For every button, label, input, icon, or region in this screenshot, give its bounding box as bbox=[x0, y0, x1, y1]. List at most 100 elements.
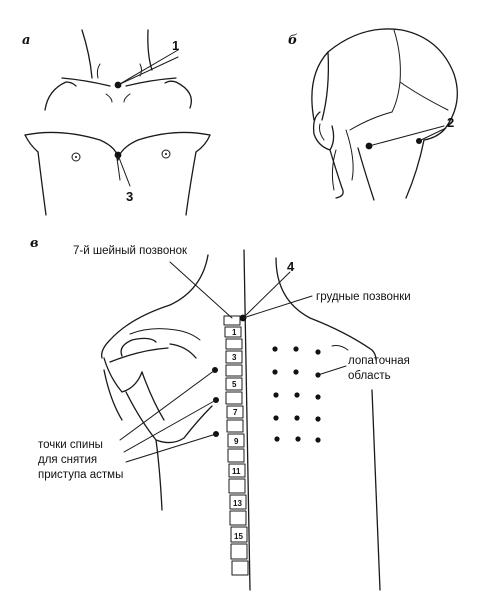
vertebra-number: 9 bbox=[234, 437, 239, 446]
leader-4b bbox=[242, 295, 313, 319]
scapular-dot bbox=[315, 416, 321, 422]
vertebra-number: 11 bbox=[232, 467, 241, 476]
skull-left-side bbox=[321, 51, 330, 121]
neck-muscle-left bbox=[96, 63, 101, 79]
hair-line-crown bbox=[391, 29, 401, 113]
panel-b-letter: б bbox=[288, 33, 298, 48]
vertebra bbox=[230, 526, 248, 543]
scapular-dot bbox=[272, 346, 278, 352]
vertebra bbox=[225, 391, 243, 405]
torso-left-side bbox=[37, 151, 47, 216]
right-scapula-hint bbox=[331, 345, 349, 351]
leader-cervical bbox=[169, 261, 233, 319]
leader-back-1 bbox=[119, 369, 216, 441]
vertebra bbox=[231, 560, 249, 576]
panel-v-letter: в bbox=[30, 236, 39, 251]
label-back-2: для снятия bbox=[38, 454, 97, 466]
scapular-dot bbox=[315, 394, 321, 400]
leader-back-2 bbox=[123, 399, 217, 453]
scapular-dot bbox=[293, 369, 299, 375]
vertebra-number: 7 bbox=[233, 408, 238, 417]
nipple-left bbox=[71, 152, 81, 162]
armpit-left bbox=[24, 134, 39, 153]
neck-right-b bbox=[405, 139, 425, 199]
ear-inner bbox=[319, 123, 325, 141]
scapular-dot bbox=[315, 349, 321, 355]
vertebra bbox=[228, 463, 246, 478]
vertebra bbox=[227, 448, 245, 463]
neck-left-line bbox=[81, 29, 93, 79]
leader-4a bbox=[242, 271, 291, 319]
jugular-notch-right bbox=[123, 93, 131, 103]
label-back-1: точки спины bbox=[38, 439, 103, 451]
left-arm-top bbox=[103, 357, 143, 393]
neck-right-line bbox=[147, 29, 153, 71]
left-scapula-lower bbox=[125, 391, 213, 444]
vertebra bbox=[223, 315, 241, 326]
acromion-left bbox=[120, 337, 157, 357]
torso-right-side bbox=[185, 151, 197, 216]
leader-3 bbox=[117, 154, 131, 187]
vertebra bbox=[230, 543, 248, 560]
leader-2b bbox=[418, 127, 447, 142]
shoulder-joint-left bbox=[169, 343, 197, 359]
marker-2: 2 bbox=[447, 115, 454, 130]
left-torso-side bbox=[155, 439, 163, 511]
scapular-dot bbox=[273, 415, 279, 421]
left-shoulder-line bbox=[101, 254, 209, 359]
scapular-points bbox=[272, 346, 321, 443]
vertebra-number: 15 bbox=[234, 532, 243, 541]
left-arm-inner bbox=[141, 371, 165, 421]
neck-muscle-b bbox=[345, 129, 354, 181]
clavicle-right bbox=[125, 77, 177, 87]
hair-line-bottom bbox=[349, 111, 393, 131]
vertebra bbox=[229, 494, 247, 510]
shoulder-right bbox=[164, 80, 193, 109]
scapular-dot bbox=[273, 392, 279, 398]
leader-back-3 bbox=[125, 433, 217, 463]
scapular-dot bbox=[315, 437, 321, 443]
vertebra bbox=[225, 350, 243, 364]
spine-line bbox=[243, 249, 251, 591]
label-back-3: приступа астмы bbox=[38, 469, 123, 481]
vertebra bbox=[225, 377, 243, 391]
leader-scapular bbox=[317, 365, 347, 376]
shoulder-left bbox=[44, 81, 77, 111]
scapular-dot bbox=[294, 392, 300, 398]
skull-outline bbox=[311, 28, 458, 141]
scapular-dot bbox=[295, 436, 301, 442]
scapular-dot bbox=[272, 369, 278, 375]
panel-v-figure: в 7-й шейный позвонок 4 грудные позвонки… bbox=[30, 236, 411, 591]
ear-outline bbox=[312, 111, 335, 151]
vertebra bbox=[225, 338, 243, 350]
nipple-right-center bbox=[165, 153, 167, 155]
marker-4: 4 bbox=[287, 259, 295, 274]
vertebra bbox=[225, 364, 243, 377]
left-arm-outer bbox=[103, 369, 123, 421]
armpit-right bbox=[195, 134, 211, 153]
leader-2a bbox=[368, 125, 445, 147]
jugular-notch-left bbox=[105, 93, 113, 103]
leader-1a bbox=[117, 49, 179, 86]
nipple-left-center bbox=[75, 156, 77, 158]
vertebra-number: 5 bbox=[232, 380, 237, 389]
neck-left-b bbox=[357, 147, 375, 201]
pectoral-right bbox=[117, 131, 211, 161]
marker-1: 1 bbox=[172, 38, 179, 53]
panel-a-figure: а 1 3 bbox=[22, 29, 211, 216]
vertebra-number: 1 bbox=[232, 328, 237, 337]
nipple-right bbox=[161, 149, 171, 159]
vertebra-number: 3 bbox=[232, 353, 237, 362]
leader-1b bbox=[117, 56, 179, 86]
panel-b-figure: б 2 bbox=[288, 28, 458, 201]
left-shoulder-blade-top bbox=[109, 347, 169, 363]
clavicle-back-left bbox=[129, 328, 201, 341]
vertebra bbox=[227, 433, 245, 448]
marker-3: 3 bbox=[126, 189, 133, 204]
vertebrae-column bbox=[223, 315, 249, 576]
scapular-dot bbox=[293, 346, 299, 352]
vertebra bbox=[226, 405, 244, 419]
vertebra bbox=[226, 419, 244, 433]
